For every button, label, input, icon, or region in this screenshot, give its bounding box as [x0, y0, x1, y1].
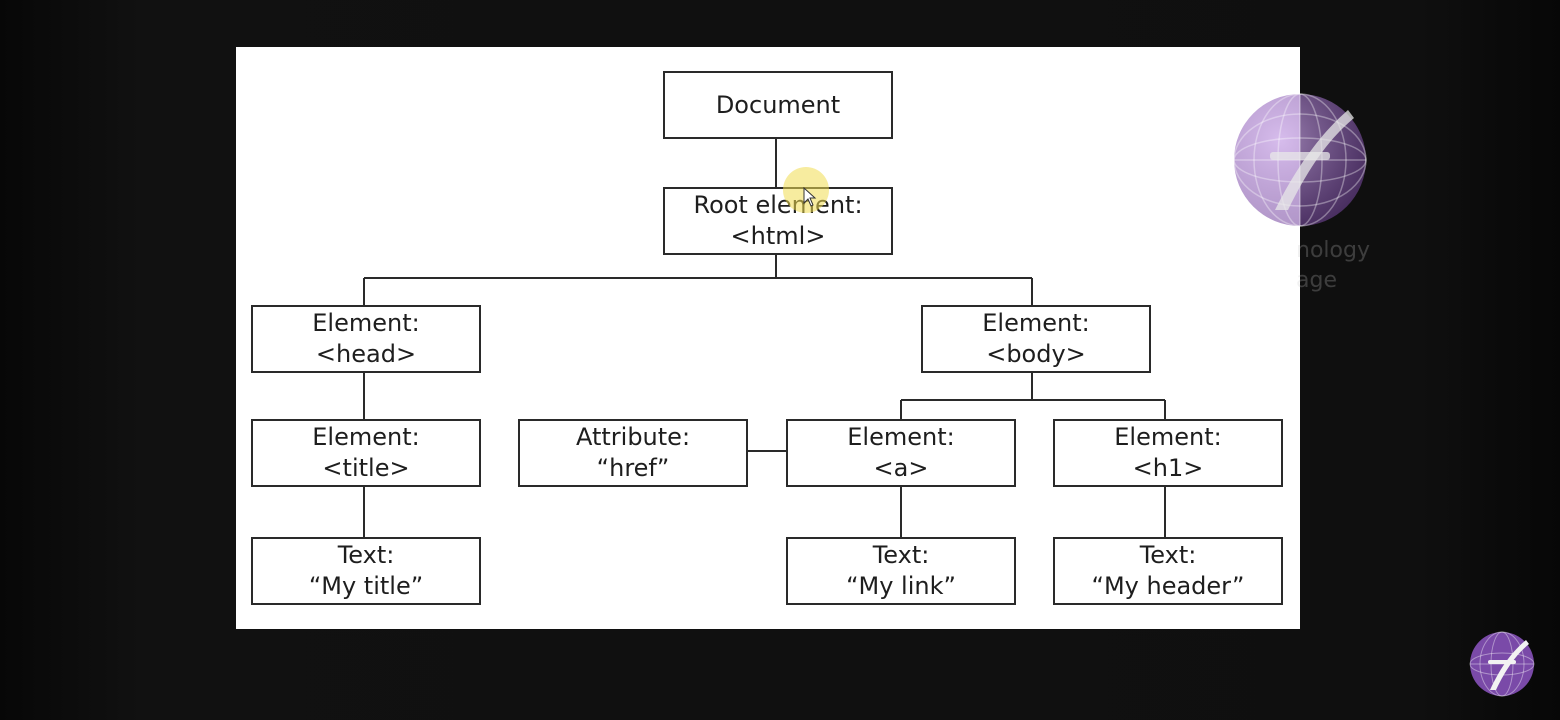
node-attribute-label: Attribute: — [575, 423, 691, 451]
node-document: Document — [663, 71, 893, 139]
node-a: Element: <a> — [786, 419, 1016, 487]
node-text-link-value: “My link” — [846, 572, 956, 600]
mouse-pointer-icon — [803, 187, 817, 207]
corner-logo-icon — [1469, 631, 1535, 697]
node-body: Element: <body> — [921, 305, 1151, 373]
node-body-label: Element: — [982, 309, 1090, 337]
channel-watermark-text: nology age — [1296, 236, 1386, 296]
node-title-label: Element: — [312, 423, 420, 451]
node-text-header-label: Text: — [1139, 541, 1197, 569]
node-a-label: Element: — [847, 423, 955, 451]
node-title-tag: <title> — [322, 454, 410, 482]
watermark-line-1: nology — [1296, 238, 1370, 263]
watermark-line-2: age — [1296, 268, 1337, 293]
node-title: Element: <title> — [251, 419, 481, 487]
node-text-my-title: Text: “My title” — [251, 537, 481, 605]
node-h1: Element: <h1> — [1053, 419, 1283, 487]
node-h1-tag: <h1> — [1132, 454, 1204, 482]
node-text-link-label: Text: — [872, 541, 930, 569]
node-root-tag: <html> — [730, 222, 826, 250]
node-text-header-value: “My header” — [1091, 572, 1245, 600]
channel-logo-icon — [1233, 93, 1367, 227]
node-head: Element: <head> — [251, 305, 481, 373]
node-head-label: Element: — [312, 309, 420, 337]
node-text-my-header: Text: “My header” — [1053, 537, 1283, 605]
node-attribute-href: Attribute: “href” — [518, 419, 748, 487]
node-root-element: Root element: <html> — [663, 187, 893, 255]
connector-lines — [363, 138, 1166, 538]
node-text-title-label: Text: — [337, 541, 395, 569]
node-root-label: Root element: — [693, 191, 863, 219]
dom-tree-slide: Document Root element: <html> Element: <… — [236, 47, 1300, 629]
node-text-title-value: “My title” — [308, 572, 424, 600]
node-h1-label: Element: — [1114, 423, 1222, 451]
node-body-tag: <body> — [986, 340, 1086, 368]
node-a-tag: <a> — [873, 454, 929, 482]
node-head-tag: <head> — [315, 340, 417, 368]
node-text-my-link: Text: “My link” — [786, 537, 1016, 605]
node-attribute-value: “href” — [596, 454, 670, 482]
node-document-label: Document — [715, 90, 841, 119]
